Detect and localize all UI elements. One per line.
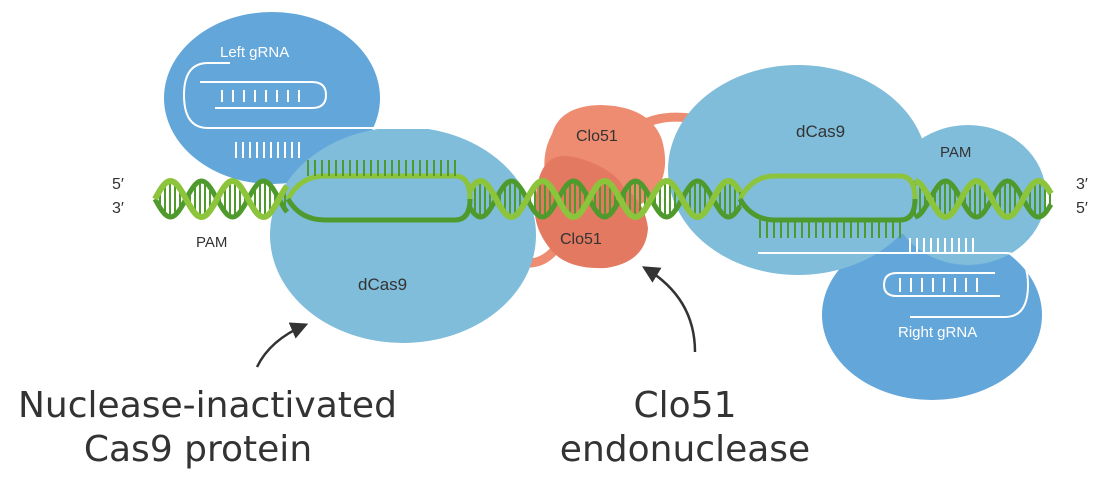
left-pam-label: PAM — [196, 234, 227, 251]
left-grna-strand — [182, 62, 458, 158]
left-grna-label: Left gRNA — [220, 44, 289, 61]
caption-dcas9: Nuclease-inactivated Cas9 protein — [18, 384, 397, 472]
right-bubble-top-strand — [737, 173, 918, 201]
dna-strand-front — [914, 177, 1054, 221]
caption-clo51: Clo51 endonuclease — [520, 384, 850, 472]
right-grna-spacer-ticks — [909, 238, 974, 253]
arrow-to-dcas9 — [255, 322, 309, 368]
dna-strand-back — [467, 178, 743, 220]
left-5prime-label: 5′ — [112, 176, 124, 193]
right-3prime-label: 3′ — [1076, 176, 1088, 193]
left-bubble-top-strand — [285, 173, 473, 201]
clo51-bottom-monomer — [534, 156, 648, 269]
caption-dcas9-line1: Nuclease-inactivated — [18, 385, 397, 426]
right-pam-label: PAM — [940, 144, 971, 161]
left-grna-stem-rungs — [221, 90, 300, 102]
caption-dcas9-line2: Cas9 protein — [83, 429, 313, 470]
clo51-top-label: Clo51 — [576, 128, 618, 145]
left-3prime-label: 3′ — [112, 200, 124, 217]
right-grna-stem-rungs — [899, 278, 978, 292]
clo51-bottom-label: Clo51 — [560, 231, 602, 248]
right-dcas9-blob — [668, 65, 928, 275]
right-grna-strand — [758, 238, 1030, 318]
left-grna-spacer-ticks — [235, 142, 300, 158]
caption-clo51-line2: endonuclease — [559, 429, 811, 470]
dna-strand-front — [467, 177, 743, 221]
caption-clo51-line1: Clo51 — [633, 385, 737, 426]
right-5prime-label: 5′ — [1076, 200, 1088, 217]
right-pam-lobe — [890, 125, 1046, 265]
dna-double-helix — [152, 160, 1054, 238]
right-grna-label: Right gRNA — [898, 324, 977, 341]
left-bubble-bottom-strand — [285, 197, 473, 223]
dna-strand-back — [152, 178, 290, 220]
arrow-to-clo51 — [641, 266, 697, 353]
left-grna-blob — [164, 12, 380, 184]
left-dcas9-label: dCas9 — [358, 275, 407, 294]
dna-strand-front — [152, 177, 290, 221]
right-dcas9-label: dCas9 — [796, 122, 845, 141]
left-dcas9-blob — [270, 127, 536, 343]
dna-strand-back — [914, 178, 1054, 220]
